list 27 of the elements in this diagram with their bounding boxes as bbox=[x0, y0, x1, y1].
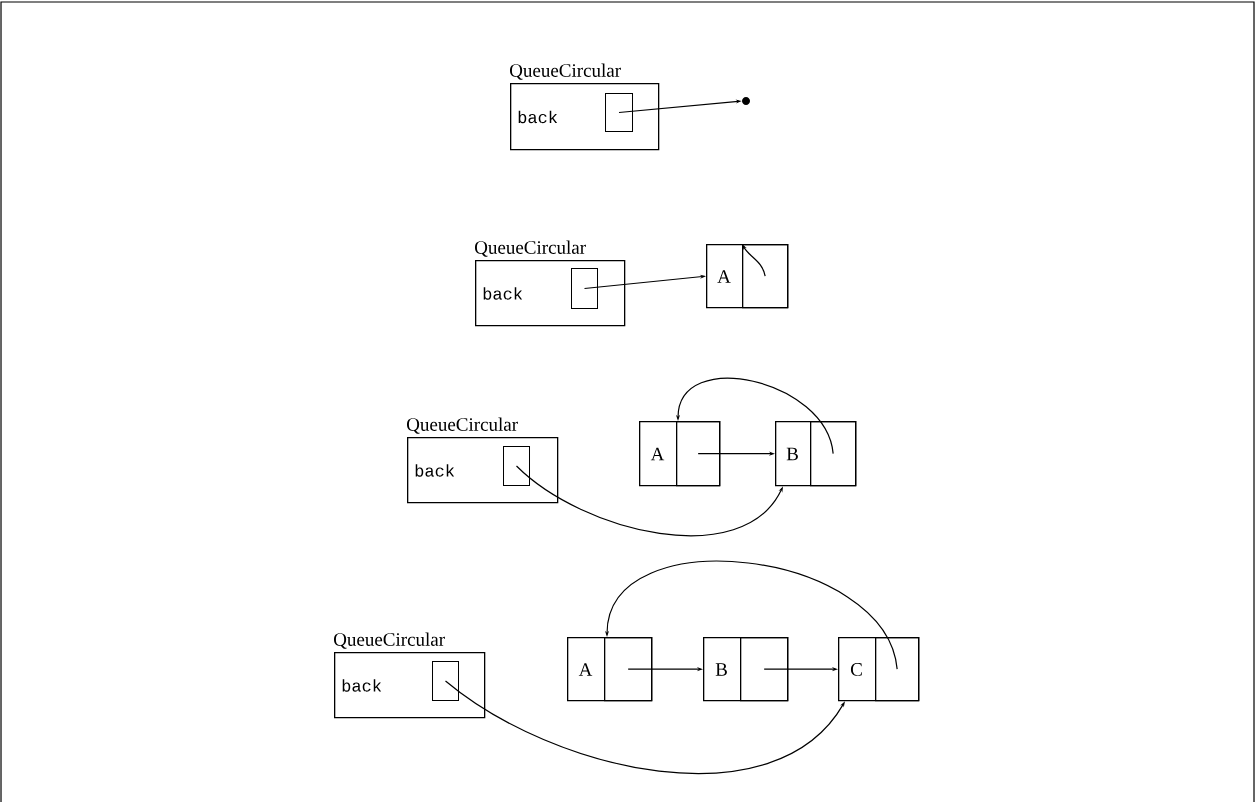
node-label: QueueCircular bbox=[474, 240, 586, 257]
pointer-cell bbox=[740, 637, 789, 702]
list-node-box: B bbox=[703, 637, 789, 702]
arrow bbox=[515, 465, 783, 537]
pointer-cell bbox=[605, 93, 633, 132]
arrow bbox=[444, 680, 845, 775]
arrow bbox=[742, 244, 766, 277]
pointer-cell bbox=[432, 661, 459, 701]
pointer-cell bbox=[503, 446, 530, 486]
pointer-cell bbox=[676, 421, 721, 487]
list-node-box: A bbox=[706, 244, 789, 309]
object-box: QueueCircular back bbox=[510, 63, 660, 151]
list-node-box: A bbox=[639, 421, 721, 487]
object-box: QueueCircular back bbox=[475, 240, 626, 327]
pointer-cell bbox=[571, 268, 598, 309]
node-label: QueueCircular bbox=[333, 632, 445, 649]
node-label: QueueCircular bbox=[509, 63, 621, 80]
node-label: QueueCircular bbox=[406, 417, 518, 434]
list-node-box: A bbox=[567, 637, 653, 702]
pointer-cell bbox=[810, 421, 857, 487]
list-node-box: C bbox=[838, 637, 920, 702]
object-box: QueueCircular back bbox=[334, 632, 486, 719]
pointer-cell bbox=[742, 244, 789, 309]
object-box: QueueCircular back bbox=[407, 417, 559, 504]
pointer-cell bbox=[604, 637, 653, 702]
pointer-cell bbox=[875, 637, 920, 702]
list-node-box: B bbox=[775, 421, 857, 487]
